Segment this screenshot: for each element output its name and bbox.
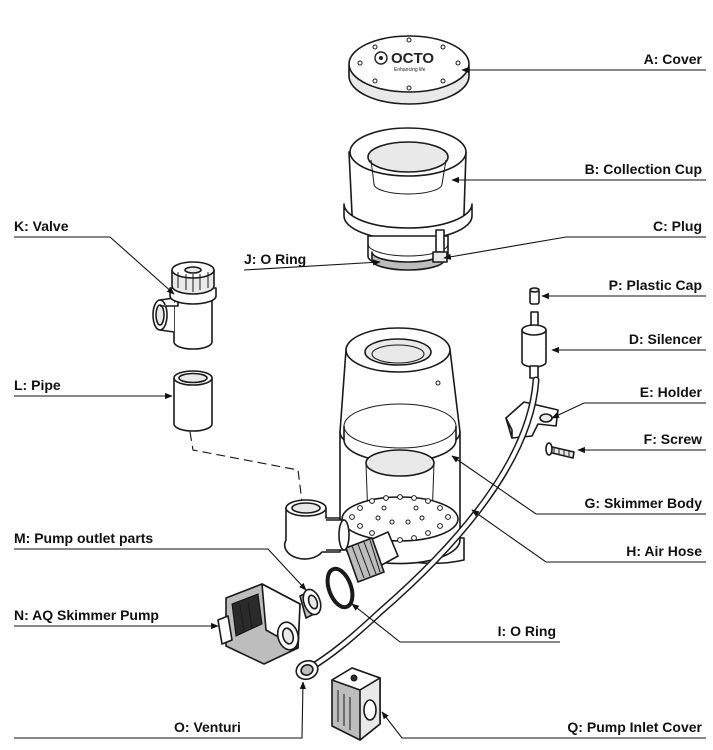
label-j-o-ring: J: O Ring bbox=[244, 251, 306, 267]
logo-brand-text: OCTO bbox=[391, 50, 434, 67]
label-g-skimmer-body: G: Skimmer Body bbox=[585, 495, 703, 511]
leader-h bbox=[471, 509, 706, 563]
logo-tagline-text: Enhancing life bbox=[394, 67, 426, 73]
label-q-pump-inlet-cover: Q: Pump Inlet Cover bbox=[567, 719, 702, 735]
label-m-pump-outlet-parts: M: Pump outlet parts bbox=[14, 530, 153, 546]
leader-lines bbox=[14, 66, 706, 739]
label-i-o-ring: I: O Ring bbox=[498, 623, 556, 639]
leader-i bbox=[351, 603, 560, 643]
label-f-screw: F: Screw bbox=[644, 431, 702, 447]
pipe-part bbox=[173, 370, 213, 432]
label-k-valve: K: Valve bbox=[14, 218, 69, 234]
label-e-holder: E: Holder bbox=[640, 384, 703, 400]
o-ring-part-i bbox=[325, 566, 355, 610]
label-b-collection-cup: B: Collection Cup bbox=[585, 161, 702, 177]
silencer-part bbox=[521, 311, 547, 379]
label-c-plug: C: Plug bbox=[653, 218, 702, 234]
cover-part: OCTO Enhancing life bbox=[348, 35, 470, 105]
label-n-aq-skimmer-pump: N: AQ Skimmer Pump bbox=[14, 607, 159, 623]
skimmer-pump-part bbox=[217, 583, 301, 665]
label-a-cover: A: Cover bbox=[644, 51, 703, 67]
leader-q bbox=[381, 711, 706, 739]
leader-o bbox=[14, 681, 306, 739]
leader-k bbox=[14, 236, 175, 295]
leader-e bbox=[551, 402, 706, 419]
skimmer-body-part bbox=[339, 327, 465, 583]
leader-j bbox=[243, 259, 381, 271]
leader-g bbox=[451, 455, 706, 515]
label-o-venturi: O: Venturi bbox=[174, 719, 241, 735]
air-hose-part bbox=[306, 376, 540, 672]
assembly-path-line bbox=[189, 431, 303, 503]
leader-m bbox=[14, 548, 307, 591]
part-labels: A: Cover B: Collection Cup C: Plug P: Pl… bbox=[14, 51, 703, 735]
leader-c bbox=[443, 236, 706, 260]
screw-part bbox=[545, 442, 575, 459]
pump-outlet-parts bbox=[299, 588, 322, 619]
venturi-part bbox=[295, 659, 319, 681]
valve-part bbox=[152, 261, 217, 350]
plastic-cap-part bbox=[529, 287, 540, 305]
label-l-pipe: L: Pipe bbox=[14, 377, 61, 393]
octo-logo: OCTO Enhancing life bbox=[374, 50, 434, 73]
collection-cup-part bbox=[343, 127, 473, 271]
label-p-plastic-cap: P: Plastic Cap bbox=[609, 277, 702, 293]
elbow-connector bbox=[283, 499, 350, 560]
label-h-air-hose: H: Air Hose bbox=[626, 543, 702, 559]
label-d-silencer: D: Silencer bbox=[629, 331, 703, 347]
pump-inlet-cover-part bbox=[331, 667, 381, 741]
